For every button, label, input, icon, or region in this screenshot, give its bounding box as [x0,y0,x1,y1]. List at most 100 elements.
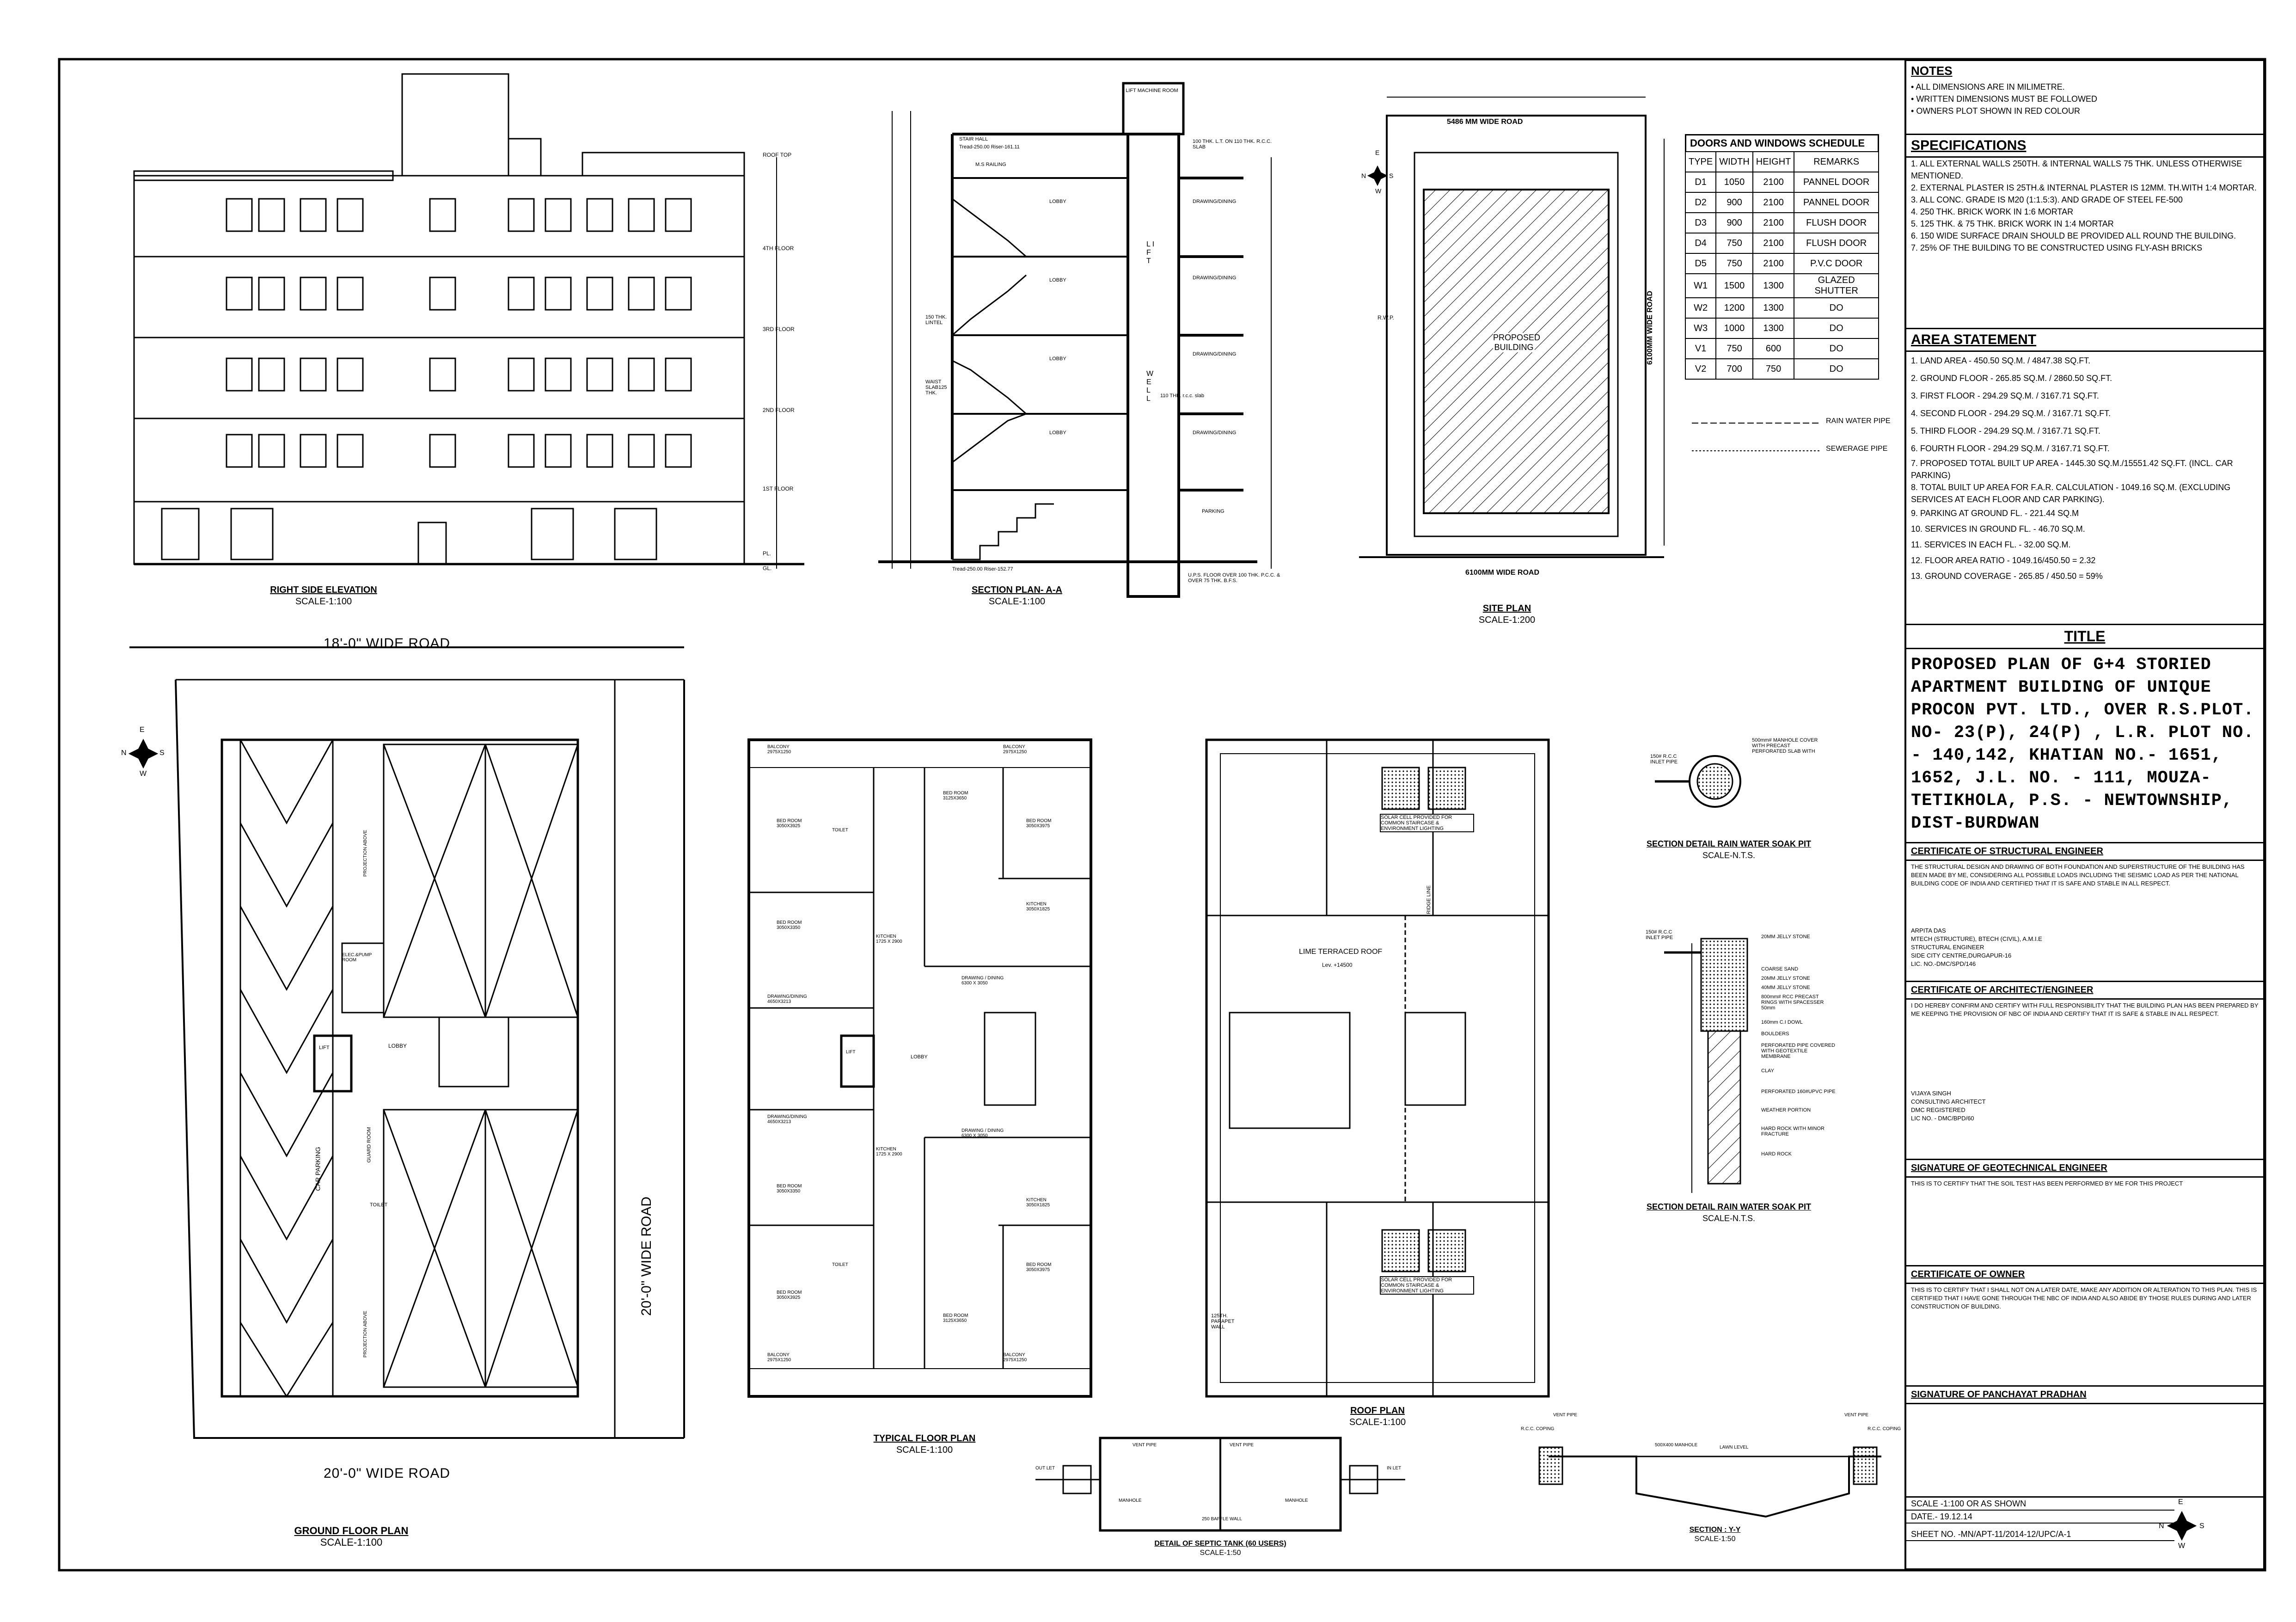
sign-line: VIJAYA SINGH [1911,1090,1951,1097]
sec-lift: L I F T [1146,240,1155,265]
compass-ground-w: W [140,770,147,778]
footer-scale: SCALE -1:100 OR AS SHOWN [1906,1498,2174,1511]
sec-dd-1: DRAWING/DINING [1193,199,1237,204]
elev-floor-1: 1ST FLOOR [763,485,794,492]
soak-sec-l3: 20MM JELLY STONE [1761,976,1810,981]
compass-ground [128,738,159,769]
dw-cell: V1 [1684,338,1717,359]
dw-cell: 750 [1715,253,1753,274]
sign-line: MTECH (STRUCTURE), BTECH (CIVIL), A.M.I.… [1911,935,2042,942]
ground-lobby: LOBBY [388,1043,407,1049]
dw-cell: D3 [1684,212,1717,233]
typ-bed-2: BED ROOM 3050X3925 [777,818,802,829]
ground-lift: LIFT [319,1045,330,1051]
typical-scale: SCALE-1:100 [896,1445,953,1455]
typ-balcony-2: BALCONY 2975X1250 [1003,744,1027,755]
dw-cell: 750 [1715,338,1753,359]
structural-cert-section: CERTIFICATE OF STRUCTURAL ENGINEER THE S… [1906,843,2263,982]
geotech-heading: SIGNATURE OF GEOTECHNICAL ENGINEER [1906,1160,2263,1178]
typ-kitchen-1: KITCHEN 3050X1825 [1026,902,1050,912]
soak-sec-l12: HARD ROCK WITH MINOR FRACTURE [1761,1126,1825,1137]
typ-bed-4: BED ROOM 3050X3350 [777,920,802,930]
typ-kitchen-4: KITCHEN 1725 X 2900 [876,1147,902,1157]
structural-heading: CERTIFICATE OF STRUCTURAL ENGINEER [1906,843,2263,861]
dw-cell: 750 [1715,233,1753,254]
yy-vent-2: VENT PIPE [1844,1413,1869,1418]
sign-line: LIC. NO.-DMC/SPD/146 [1911,960,1976,967]
ground-guard-room: GUARD ROOM [366,1127,372,1163]
soak-sec-l2: COARSE SAND [1761,966,1799,972]
title-heading-row: TITLE [1906,625,2263,649]
owner-cert-section: CERTIFICATE OF OWNER THIS IS TO CERTIFY … [1906,1266,2263,1387]
sec-stair-hall: STAIR HALL [959,136,988,142]
sec-dd-2: DRAWING/DINING [1193,351,1237,357]
yy-title: SECTION : Y-Y [1689,1526,1741,1534]
dw-cell: FLUSH DOOR [1794,212,1879,233]
elev-floor-gl: GL. [763,565,772,571]
dw-col-remarks: REMARKS [1794,151,1879,172]
spec-item: 1. ALL EXTERNAL WALLS 250TH. & INTERNAL … [1911,159,2242,180]
septic-manhole-2: MANHOLE [1285,1498,1308,1503]
note-item: • WRITTEN DIMENSIONS MUST BE FOLLOWED [1911,94,2098,104]
sec-dd-4: DRAWING/DINING [1193,275,1237,281]
sec-railing: M.S RAILING [975,162,1006,167]
dw-cell: 1300 [1752,297,1795,319]
area-item: 3. FIRST FLOOR - 294.29 SQ.M. / 3167.71 … [1911,391,2099,400]
owner-heading: CERTIFICATE OF OWNER [1906,1266,2263,1284]
sec-slab: 110 THK. r.c.c. slab [1160,393,1204,399]
yy-vent-1: VENT PIPE [1553,1413,1578,1418]
spec-item: 2. EXTERNAL PLASTER IS 25TH.& INTERNAL P… [1911,183,2257,192]
dw-cell: FLUSH DOOR [1794,233,1879,254]
soak-sec-scale: SCALE-N.T.S. [1702,1214,1756,1223]
area-item: 5. THIRD FLOOR - 294.29 SQ.M. / 3167.71 … [1911,426,2100,436]
sec-lobby-2: LOBBY [1049,277,1066,283]
site-road-bottom: 6100MM WIDE ROAD [1465,569,1540,577]
ground-road-right: 20'-0" WIDE ROAD [639,1196,655,1316]
area-item: 6. FOURTH FLOOR - 294.29 SQ.M. / 3167.71… [1911,444,2110,453]
sec-floor-note: 100 THK. L.T. ON 110 THK. R.C.C. SLAB [1193,139,1272,150]
doors-windows-schedule: DOORS AND WINDOWS SCHEDULE TYPE WIDTH HE… [1684,134,1879,380]
typ-bed-3: BED ROOM 3050X3975 [1026,818,1052,829]
area-item: 9. PARKING AT GROUND FL. - 221.44 SQ.M [1911,509,2079,518]
compass-ground-n: N [121,749,127,757]
dw-cell: 2100 [1752,172,1795,193]
notes-section: NOTES • ALL DIMENSIONS ARE IN MILIMETRE.… [1906,61,2263,135]
typ-bed-6: BED ROOM 3050X3925 [777,1290,802,1300]
sign-line: ARPITA DAS [1911,927,1946,934]
dw-cell: 2100 [1752,212,1795,233]
typ-dd-4: DRAWING / DINING 6300 X 3050 [961,1128,1004,1138]
area-item: 8. TOTAL BUILT UP AREA FOR F.A.R. CALCUL… [1911,483,2231,504]
dw-cell: 900 [1715,212,1753,233]
soak-sec-l10: PERFORATED 160#UPVC PIPE [1761,1089,1836,1094]
dw-cell: DO [1794,297,1879,319]
compass-site-n: N [1361,172,1366,179]
soak-pit-plan [1655,755,1741,808]
septic-vent-1: VENT PIPE [1133,1443,1157,1448]
dw-cell: PANNEL DOOR [1794,172,1879,193]
typ-balcony-1: BALCONY 2975X1250 [767,744,791,755]
typ-balcony-4: BALCONY 2975X1250 [1003,1352,1027,1363]
site-building-label: PROPOSED BUILDING [1493,333,1541,352]
typ-dd-1: DRAWING / DINING 6300 X 3050 [961,976,1004,986]
typ-toilet-2: TOILET [832,1262,848,1267]
geotech-section: SIGNATURE OF GEOTECHNICAL ENGINEER THIS … [1906,1160,2263,1266]
legend-sewerage-pipe: SEWERAGE PIPE [1826,445,1888,453]
septic-manhole-1: MANHOLE [1119,1498,1142,1503]
dw-cell: W3 [1684,318,1717,339]
sec-lobby-3: LOBBY [1049,356,1066,362]
footer-date: DATE.- 19.12.14 [1906,1511,2174,1524]
title-text-section: PROPOSED PLAN OF G+4 STORIED APARTMENT B… [1906,649,2263,843]
roof-parapet: 125TH. PARAPET WALL [1211,1313,1235,1330]
soak-sec-l1: 20MM JELLY STONE [1761,934,1810,940]
elev-floor-4: 4TH FLOOR [763,245,794,252]
soak-plan-inlet: 150# R.C.C INLET PIPE [1650,754,1678,765]
typ-balcony-3: BALCONY 2975X1250 [767,1352,791,1363]
sec-tread-2: Tread-250.00 Riser-152.77 [952,566,1013,572]
spec-item: 5. 125 THK. & 75 THK. BRICK WORK IN 1:4 … [1911,219,2114,228]
specifications-section: SPECIFICATIONS 1. ALL EXTERNAL WALLS 250… [1906,135,2263,329]
title-text: PROPOSED PLAN OF G+4 STORIED APARTMENT B… [1911,655,2254,833]
title-heading: TITLE [2064,628,2106,645]
compass-site [1367,165,1388,186]
